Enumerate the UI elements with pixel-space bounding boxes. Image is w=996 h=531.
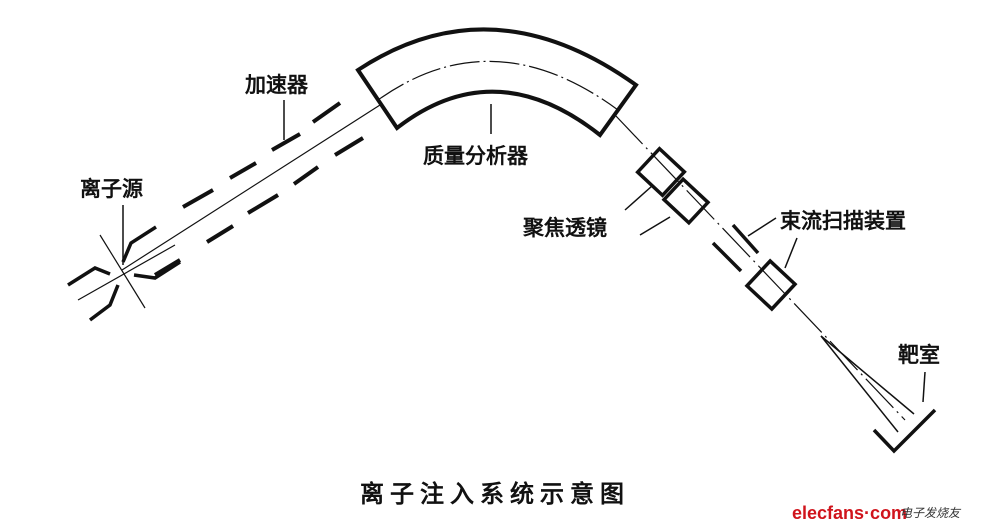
label-focus-lens: 聚焦透镜 <box>522 216 607 240</box>
source-electrode <box>88 284 120 322</box>
label-accelerator: 加速器 <box>244 73 309 97</box>
svg-text:elecfans·com: elecfans·com <box>792 503 907 523</box>
focus-lens <box>635 146 711 226</box>
leader-lines <box>122 100 926 403</box>
ion-beam <box>121 104 381 271</box>
watermark-brand-red: elec <box>792 503 827 523</box>
mass-analyzer <box>355 27 639 138</box>
watermark-chinese: 电子发烧友 <box>900 506 962 520</box>
ion-source <box>67 225 181 322</box>
source-electrode <box>133 260 181 280</box>
watermark-brand-rest: fans·com <box>827 503 907 523</box>
source-electrode <box>121 225 157 263</box>
source-spark-line <box>77 244 176 301</box>
beam-scanner <box>711 223 798 312</box>
source-spark-line <box>99 234 146 309</box>
label-ion-source: 离子源 <box>80 177 143 201</box>
label-target-chamber: 靶室 <box>898 343 940 367</box>
label-beam-scanner: 束流扫描装置 <box>780 209 906 233</box>
diagram-title: 离子注入系统示意图 <box>360 480 630 508</box>
label-mass-analyzer: 质量分析器 <box>423 144 529 168</box>
ion-beam <box>614 114 906 421</box>
source-electrode <box>67 266 111 287</box>
target-chamber <box>820 335 937 454</box>
watermark-logo: elecfans·com 电子发烧友 <box>792 503 962 523</box>
accelerator <box>153 101 365 277</box>
